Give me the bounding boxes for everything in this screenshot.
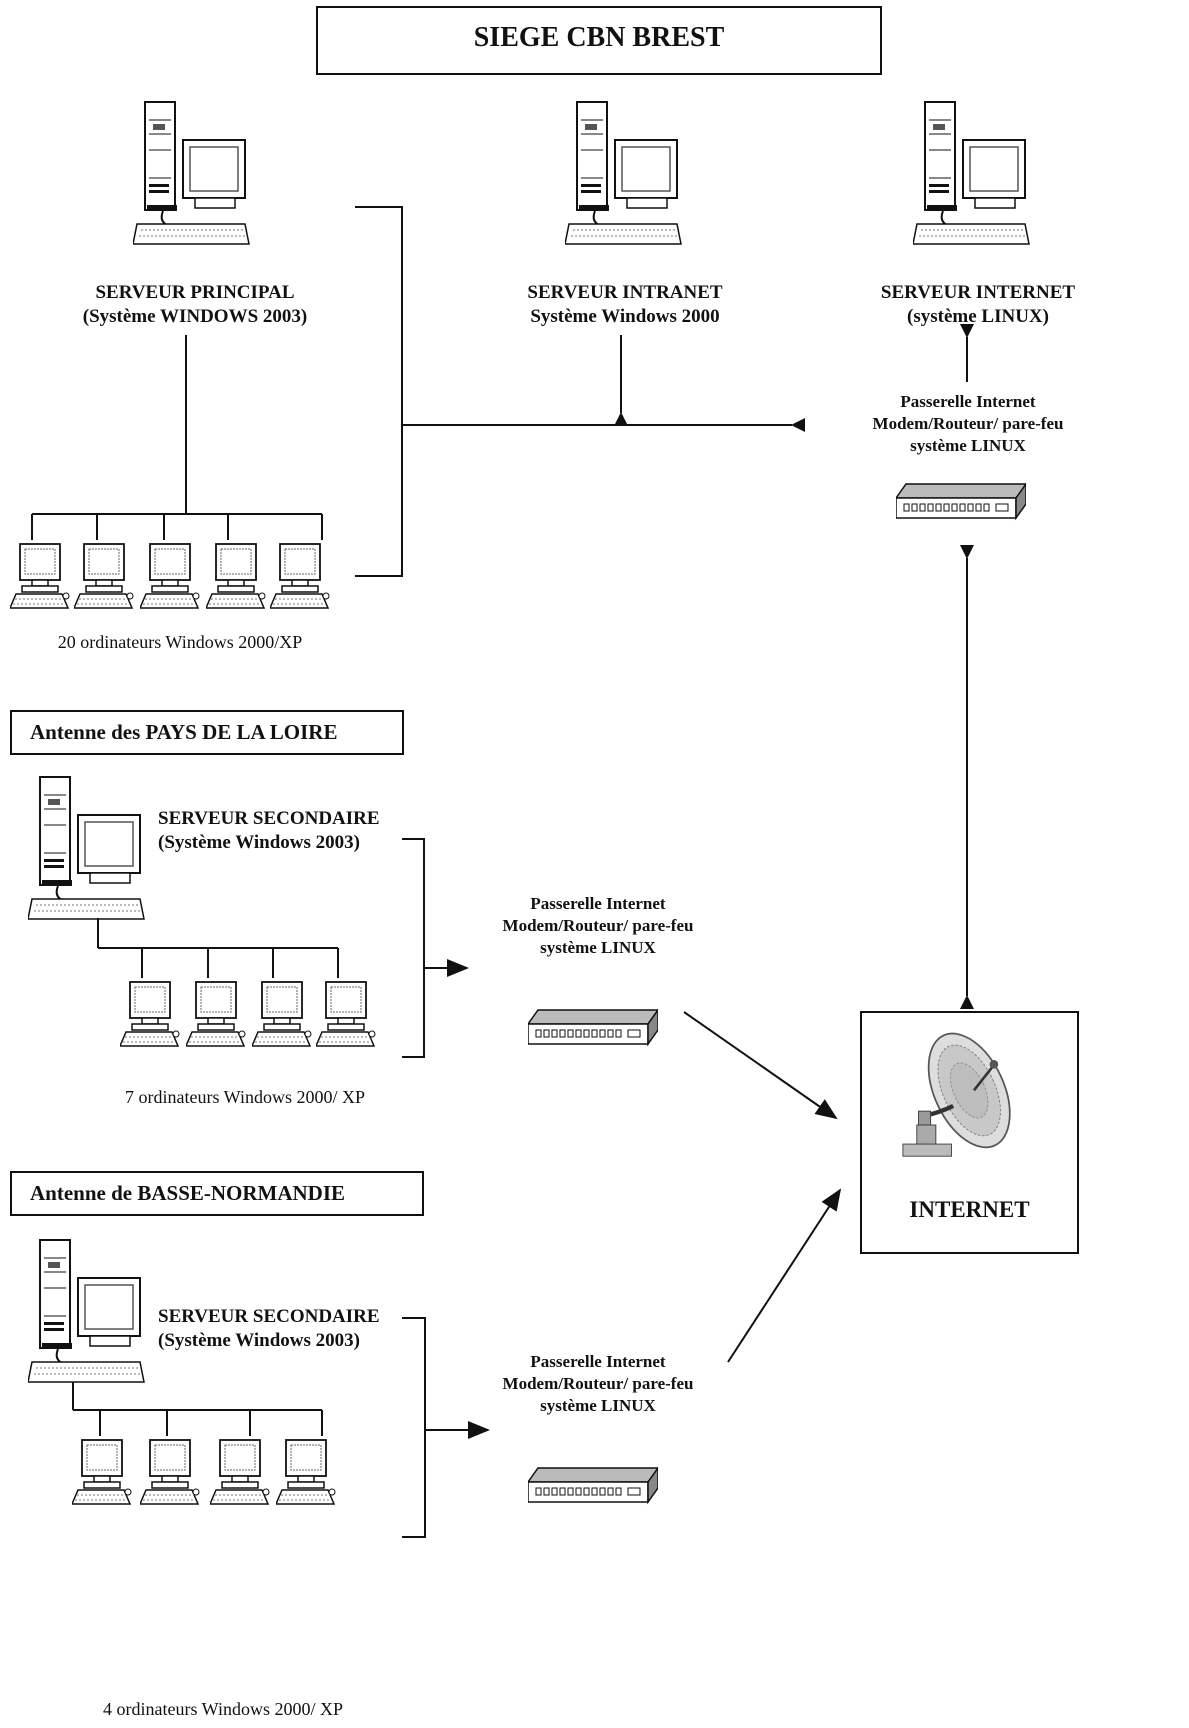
hq-gateway-line2: Modem/Routeur/ pare-feu: [872, 414, 1064, 433]
pdl-server-icon: [28, 776, 145, 920]
hq-workstations-caption: 20 ordinateurs Windows 2000/XP: [57, 632, 303, 652]
bn-gateway-line2: Modem/Routeur/ pare-feu: [502, 1374, 694, 1393]
hq-workstations-group: [10, 543, 330, 609]
workstation-icon: [74, 543, 134, 609]
hq-gateway-label: Passerelle Internet Modem/Routeur/ pare-…: [838, 391, 1098, 457]
workstation-icon: [120, 981, 180, 1047]
hq-gateway-line1: Passerelle Internet: [900, 392, 1036, 411]
workstation-icon: [10, 543, 70, 609]
workstation-icon: [206, 543, 266, 609]
bn-workstations-group: [72, 1439, 336, 1505]
bn-gateway-label: Passerelle Internet Modem/Routeur/ pare-…: [468, 1351, 728, 1417]
pdl-server-name: SERVEUR SECONDAIRE: [158, 808, 380, 829]
main-server-os: (Système WINDOWS 2003): [82, 306, 308, 327]
internet-server-name: SERVEUR INTERNET: [880, 282, 1076, 303]
title-box: SIEGE CBN BREST: [316, 6, 882, 75]
bn-server-name: SERVEUR SECONDAIRE: [158, 1306, 380, 1327]
pdl-gateway-line3: système LINUX: [540, 938, 656, 957]
page-title: SIEGE CBN BREST: [473, 22, 725, 53]
bn-router-icon: [528, 1467, 658, 1503]
internet-server-label: SERVEUR INTERNET (système LINUX): [838, 281, 1118, 329]
pdl-gateway-line2: Modem/Routeur/ pare-feu: [502, 916, 694, 935]
bn-gateway-to-internet-arrow: [727, 1188, 842, 1363]
workstation-icon: [140, 543, 200, 609]
workstation-icon: [276, 1439, 336, 1505]
workstation-icon: [316, 981, 376, 1047]
pdl-title-box: Antenne des PAYS DE LA LOIRE: [10, 710, 404, 755]
bn-server-label: SERVEUR SECONDAIRE (Système Windows 2003…: [158, 1305, 388, 1353]
bn-gateway-line3: système LINUX: [540, 1396, 656, 1415]
pdl-title: Antenne des PAYS DE LA LOIRE: [30, 720, 338, 744]
hq-gateway-line3: système LINUX: [910, 436, 1026, 455]
workstation-icon: [210, 1439, 270, 1505]
main-server-icon: [133, 101, 250, 245]
workstation-icon: [186, 981, 246, 1047]
main-server-label: SERVEUR PRINCIPAL (Système WINDOWS 2003): [55, 281, 335, 329]
pdl-workstations-caption: 7 ordinateurs Windows 2000/ XP: [125, 1087, 365, 1107]
pdl-gateway-to-internet-arrow: [683, 1011, 838, 1120]
internet-server-os: (système LINUX): [907, 306, 1049, 327]
internet-box: INTERNET: [860, 1011, 1079, 1254]
pdl-server-label: SERVEUR SECONDAIRE (Système Windows 2003…: [158, 807, 388, 855]
internet-server-icon: [913, 101, 1030, 245]
pdl-gateway-line1: Passerelle Internet: [530, 894, 666, 913]
bn-workstations-caption: 4 ordinateurs Windows 2000/ XP: [103, 1699, 343, 1719]
main-server-name: SERVEUR PRINCIPAL: [95, 282, 295, 303]
bn-title-box: Antenne de BASSE-NORMANDIE: [10, 1171, 424, 1216]
pdl-router-icon: [528, 1009, 658, 1045]
hq-router-icon: [896, 483, 1026, 519]
workstation-icon: [140, 1439, 200, 1505]
internet-label: INTERNET: [909, 1197, 1030, 1222]
bn-gateway-line1: Passerelle Internet: [530, 1352, 666, 1371]
intranet-server-os: Système Windows 2000: [530, 306, 720, 327]
bn-server-icon: [28, 1239, 145, 1383]
workstation-icon: [252, 981, 312, 1047]
workstation-icon: [72, 1439, 132, 1505]
bn-title: Antenne de BASSE-NORMANDIE: [30, 1181, 346, 1205]
intranet-server-label: SERVEUR INTRANET Système Windows 2000: [485, 281, 765, 329]
pdl-workstations-group: [120, 981, 376, 1047]
pdl-gateway-label: Passerelle Internet Modem/Routeur/ pare-…: [468, 893, 728, 959]
pdl-server-os: (Système Windows 2003): [158, 832, 360, 853]
workstation-icon: [270, 543, 330, 609]
intranet-server-name: SERVEUR INTRANET: [527, 282, 723, 303]
intranet-server-icon: [565, 101, 682, 245]
bn-server-os: (Système Windows 2003): [158, 1330, 360, 1351]
